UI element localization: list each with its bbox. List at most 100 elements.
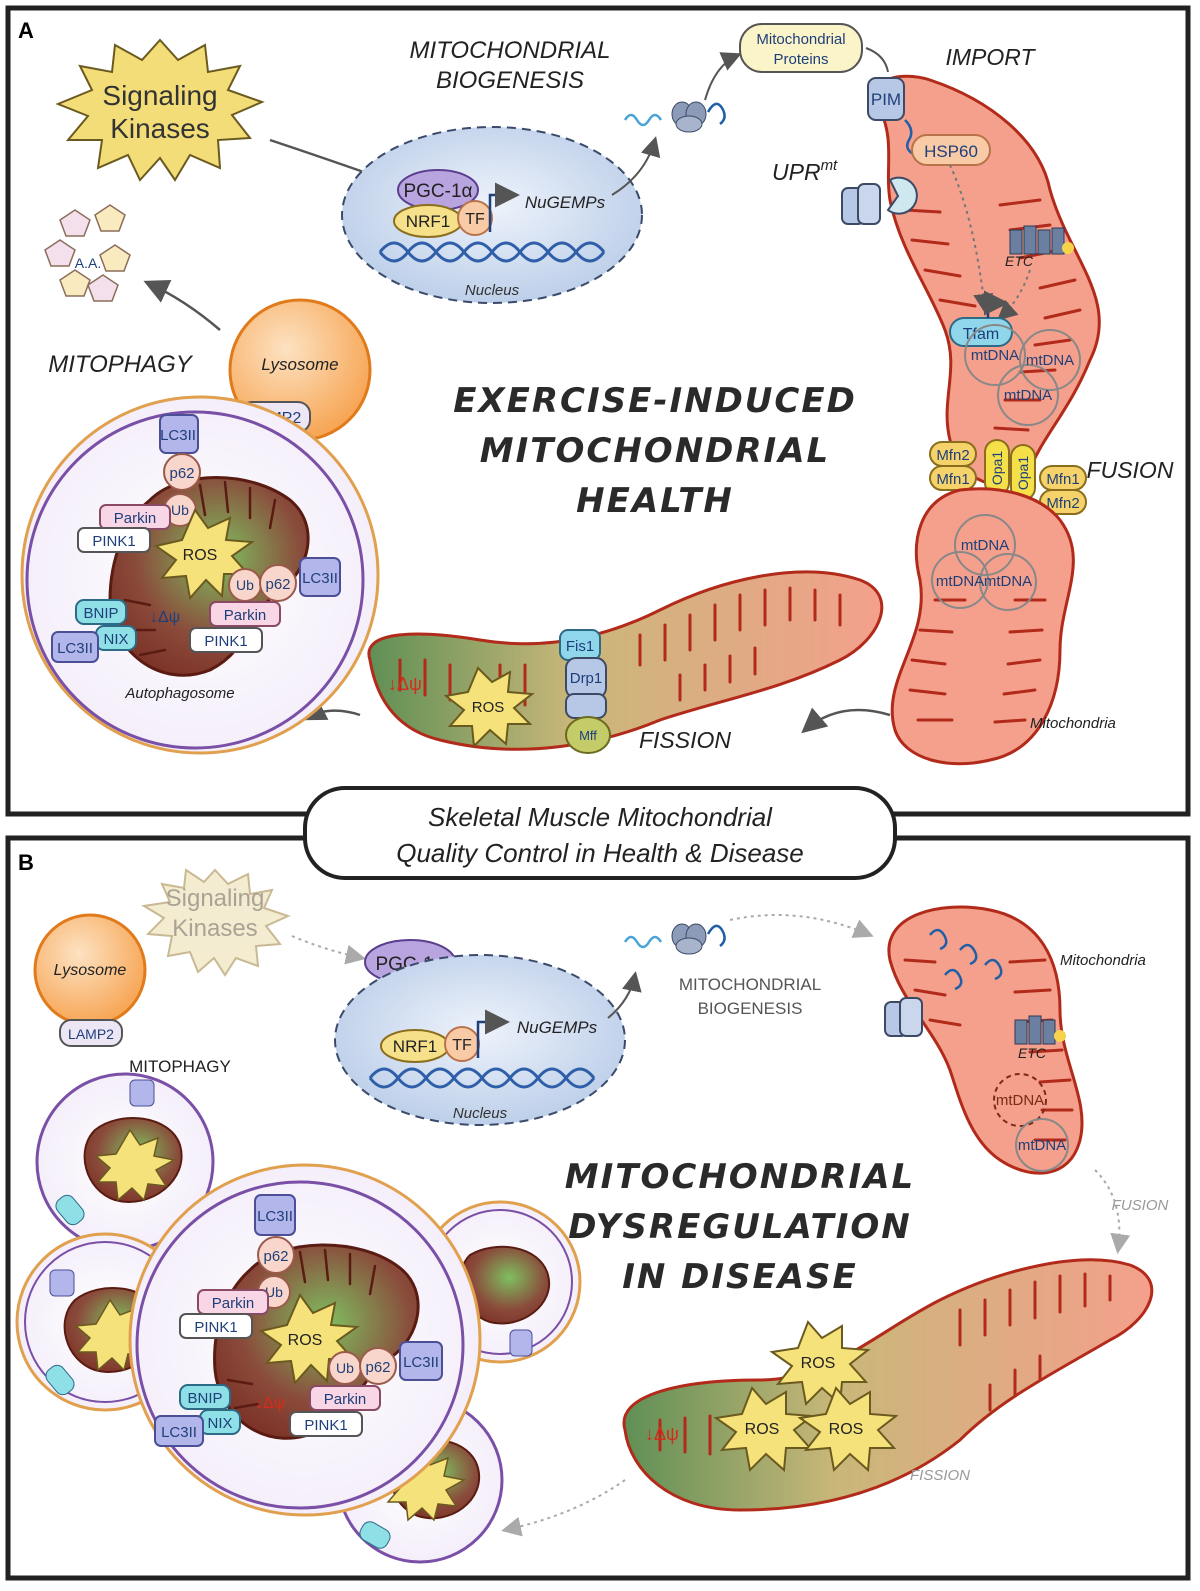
main-title-b-line1: MITOCHONDRIAL	[565, 1157, 915, 1197]
panel-a-letter: A	[18, 18, 34, 43]
nix-label-a: NIX	[103, 631, 128, 648]
mfn1-label-left: Mfn1	[936, 471, 969, 488]
signaling-kinases-b-line2: Kinases	[172, 915, 257, 942]
lc3ii-shape-b3	[154, 1415, 204, 1447]
mitophagy-label-a: MITOPHAGY	[48, 351, 194, 378]
dotted-arrow-kinases-to-pgc-b	[291, 935, 366, 965]
arrow-ribosome-to-proteins-a	[704, 52, 742, 101]
amino-acids	[44, 204, 131, 302]
lc3ii-label-b2: LC3II	[403, 1354, 439, 1371]
autophagosome-label-a: Autophagosome	[124, 685, 234, 702]
ros-label-b-main: ROS	[288, 1332, 323, 1349]
biogenesis-b-line2: BIOGENESIS	[698, 999, 803, 1018]
import-label: IMPORT	[945, 44, 1036, 70]
mitochondria-label-b: Mitochondria	[1060, 952, 1146, 969]
biogenesis-line1: MITOCHONDRIAL	[410, 37, 611, 64]
ros-label-fission: ROS	[472, 699, 505, 716]
mff-label: Mff	[579, 728, 597, 743]
mito-proteins-line2: Proteins	[773, 51, 828, 68]
nugemps-label-b: NuGEMPs	[517, 1018, 598, 1037]
ros-label-b2: ROS	[745, 1421, 780, 1438]
mitochondrion-a-lower	[890, 487, 1075, 766]
ros-label-b3: ROS	[829, 1421, 864, 1438]
mtdna-label-a6: mtDNA	[984, 573, 1032, 590]
ros-star-fission	[443, 666, 535, 749]
nucleus-label-a: Nucleus	[465, 282, 520, 299]
arrow-mito-to-fission	[801, 707, 891, 734]
parkin-label-b2: Parkin	[324, 1391, 367, 1408]
lysosome-label-b: Lysosome	[54, 962, 127, 979]
lc3ii-label-a3: LC3II	[57, 640, 93, 657]
pink1-shape-b2	[289, 1411, 363, 1437]
p62-shape-b1	[257, 1236, 295, 1274]
ub-label-b2: Ub	[336, 1360, 354, 1376]
dotted-arrow-ribosome-to-mito-b	[729, 914, 874, 938]
parkin-shape-b2	[309, 1385, 381, 1411]
protease-b	[884, 997, 923, 1037]
upr-label: UPRmt	[772, 157, 838, 185]
center-title-line1: Skeletal Muscle Mitochondrial	[428, 802, 773, 832]
ros-star-b3	[797, 1386, 899, 1473]
mitochondrion-a-upper	[873, 74, 1101, 486]
mtdna-label-a5: mtDNA	[936, 573, 984, 590]
arrow-nucleus-to-ribosome-b	[607, 971, 642, 1019]
pink1-label-b2: PINK1	[304, 1417, 347, 1434]
pim-label: PIM	[871, 90, 901, 109]
autophagosome-inner-b	[135, 1180, 465, 1510]
pink1-shape-a1	[77, 527, 151, 553]
mitophagy-label-b: MITOPHAGY	[129, 1057, 231, 1076]
mtdna-damaged-circle-b	[993, 1073, 1047, 1127]
bnip-shape-b	[179, 1384, 231, 1410]
dotted-arrow-fusion-b	[1094, 1169, 1131, 1254]
mitochondrion-a-fission	[367, 570, 884, 751]
mfn2-label-left: Mfn2	[936, 447, 969, 464]
delta-psi-a: ↓Δψ	[150, 609, 180, 626]
biogenesis-b-line1: MITOCHONDRIAL	[679, 975, 821, 994]
tfam-transcription-arrow	[984, 290, 1009, 318]
mtdna-label-b: mtDNA	[1018, 1137, 1066, 1154]
etc-label-a: ETC	[1005, 253, 1034, 269]
signaling-kinases-b-line1: Signaling	[166, 885, 265, 912]
etc-label-b: ETC	[1018, 1045, 1047, 1061]
dotted-arrow-etc-to-mtdna	[997, 269, 1031, 321]
pink1-label-a1: PINK1	[92, 533, 135, 550]
drp1-label: Drp1	[570, 670, 603, 687]
arrow-nucleus-to-ribosome-a	[611, 136, 661, 196]
cristae-b-lower	[658, 1272, 1112, 1456]
signaling-kinases-star	[55, 38, 265, 182]
etc-complex-b	[1014, 1015, 1066, 1045]
aa-label: A.A.	[75, 255, 101, 271]
signaling-kinases-star-b	[141, 868, 291, 977]
bnip-label-b: BNIP	[187, 1390, 222, 1407]
lc3ii-label-a2: LC3II	[302, 570, 338, 587]
fission-label-b: FISSION	[910, 1467, 970, 1484]
nucleus-label-b: Nucleus	[453, 1105, 508, 1122]
mtdna-circles-a-lower	[931, 514, 1037, 611]
ub-label-a1: Ub	[171, 502, 189, 518]
pink1-label-a2: PINK1	[204, 633, 247, 650]
lc3ii-label-b1: LC3II	[257, 1208, 293, 1225]
lc3ii-label-b3: LC3II	[161, 1424, 197, 1441]
mtdna-damaged-label-b: mtDNA	[996, 1092, 1044, 1109]
fission-label-a: FISSION	[639, 727, 731, 753]
ros-label-a: ROS	[183, 547, 218, 564]
autophagosome-inner-a	[25, 410, 365, 750]
bnip-shape-a	[75, 599, 127, 625]
p62-shape-a2	[259, 564, 297, 602]
main-title-a-line1: EXERCISE-INDUCED	[453, 381, 857, 421]
main-title-b-line2: DYSREGULATION	[568, 1207, 912, 1247]
imported-protein-a	[904, 119, 918, 158]
tfam-label: Tfam	[963, 326, 999, 343]
ribosome-b	[623, 923, 726, 955]
parkin-label-a1: Parkin	[114, 510, 157, 527]
p62-label-a2: p62	[265, 576, 290, 593]
upr-protease	[841, 176, 918, 225]
lc3ii-shape-a2	[299, 557, 341, 597]
tf-label-a: TF	[465, 211, 485, 228]
transcription-arrow-a	[488, 182, 520, 232]
mtdna-label-a3: mtDNA	[1004, 387, 1052, 404]
signaling-kinases-line1: Signaling	[102, 80, 217, 111]
lc3ii-shape-a3	[51, 631, 99, 663]
nrf1-label-a: NRF1	[406, 212, 450, 231]
